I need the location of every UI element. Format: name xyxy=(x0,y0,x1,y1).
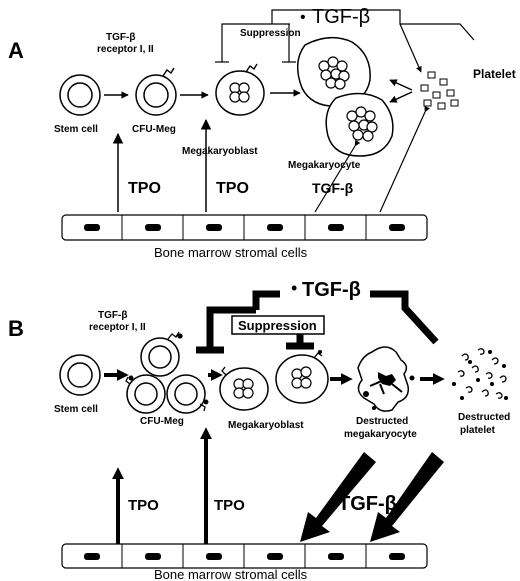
panel-a-receptor-icon xyxy=(162,67,175,77)
panel-b: B • TGF-β Suppression TGF-β receptor I, … xyxy=(8,278,510,581)
panel-b-tgf-arrows xyxy=(300,452,444,542)
panel-b-letter: B xyxy=(8,316,24,341)
panel-b-megakaryoblast xyxy=(219,350,329,411)
panel-b-tpo-label-1: TPO xyxy=(128,497,159,514)
panel-b-receptor-line2: receptor I, II xyxy=(89,322,146,333)
panel-a-stem-cell xyxy=(59,74,101,116)
panel-a-tgf-title: TGF-β xyxy=(312,6,370,28)
panel-b-suppression-box xyxy=(231,315,325,335)
panel-a-tgf-lower-label: TGF-β xyxy=(312,180,354,196)
panel-a-receptor-line1: TGF-β xyxy=(106,32,135,43)
panel-a-suppression-label: Suppression xyxy=(240,28,301,39)
panel-a-megakaryocyte-upper xyxy=(296,36,371,107)
panel-a-receptor-line2: receptor I, II xyxy=(97,44,154,55)
panel-a-bullet: • xyxy=(300,9,306,26)
panel-a-megakaryocyte-label: Megakaryocyte xyxy=(288,160,361,171)
panel-b-cfu-meg xyxy=(125,331,209,414)
panel-a-platelet-label: Platelet xyxy=(473,67,516,81)
panel-a: A • TGF-β Suppression TGF-β receptor I, … xyxy=(8,6,516,260)
panel-a-cfu-meg-label: CFU-Meg xyxy=(132,124,176,135)
panel-a-megakaryocyte-lower xyxy=(325,92,394,157)
panel-a-platelets xyxy=(420,71,459,110)
panel-b-destructed-pl-line2: platelet xyxy=(460,425,496,436)
panel-b-stromal-cells xyxy=(61,543,428,569)
panel-b-receptor-line1: TGF-β xyxy=(98,310,127,321)
panel-a-cfu-meg xyxy=(135,67,177,116)
panel-a-stromal-cells xyxy=(61,214,428,241)
panel-b-stem-cell-label: Stem cell xyxy=(54,404,98,415)
panel-b-destructed-megakaryocyte xyxy=(357,346,415,412)
panel-b-bullet: • xyxy=(291,278,297,298)
panel-a-megakaryoblast xyxy=(215,63,265,116)
panel-a-stem-cell-label: Stem cell xyxy=(54,124,98,135)
panel-b-suppression-label: Suppression xyxy=(238,318,317,333)
panel-b-megakaryoblast-label: Megakaryoblast xyxy=(228,420,304,431)
panel-a-megakaryoblast-label: Megakaryoblast xyxy=(182,146,258,157)
panel-b-stromal-label: Bone marrow stromal cells xyxy=(154,567,308,581)
panel-a-tgf-arrows xyxy=(314,105,430,213)
panel-b-destructed-platelets xyxy=(452,348,508,400)
panel-b-cfu-meg-label: CFU-Meg xyxy=(140,416,184,427)
panel-a-flow-arrows xyxy=(104,79,413,103)
panel-b-tpo-label-2: TPO xyxy=(214,497,245,514)
panel-b-flow-arrows xyxy=(104,369,445,385)
panel-b-tgf-title: TGF-β xyxy=(302,279,361,301)
panel-a-letter: A xyxy=(8,38,24,63)
panel-a-suppression-bracket xyxy=(215,9,475,73)
panel-a-stromal-label: Bone marrow stromal cells xyxy=(154,245,308,260)
panel-b-destructed-mk-line2: megakaryocyte xyxy=(344,429,417,440)
panel-b-tpo-arrows xyxy=(112,427,212,545)
panel-a-tpo-label-2: TPO xyxy=(216,180,249,197)
panel-b-tgf-lower-label: TGF-β xyxy=(338,493,397,515)
panel-b-destructed-mk-line1: Destructed xyxy=(356,416,408,427)
panel-b-stem-cell xyxy=(59,354,101,396)
panel-a-tpo-arrows xyxy=(112,118,212,212)
panel-b-destructed-pl-line1: Destructed xyxy=(458,412,510,423)
panel-b-suppression-bracket xyxy=(196,290,439,354)
panel-a-tpo-label-1: TPO xyxy=(128,180,161,197)
